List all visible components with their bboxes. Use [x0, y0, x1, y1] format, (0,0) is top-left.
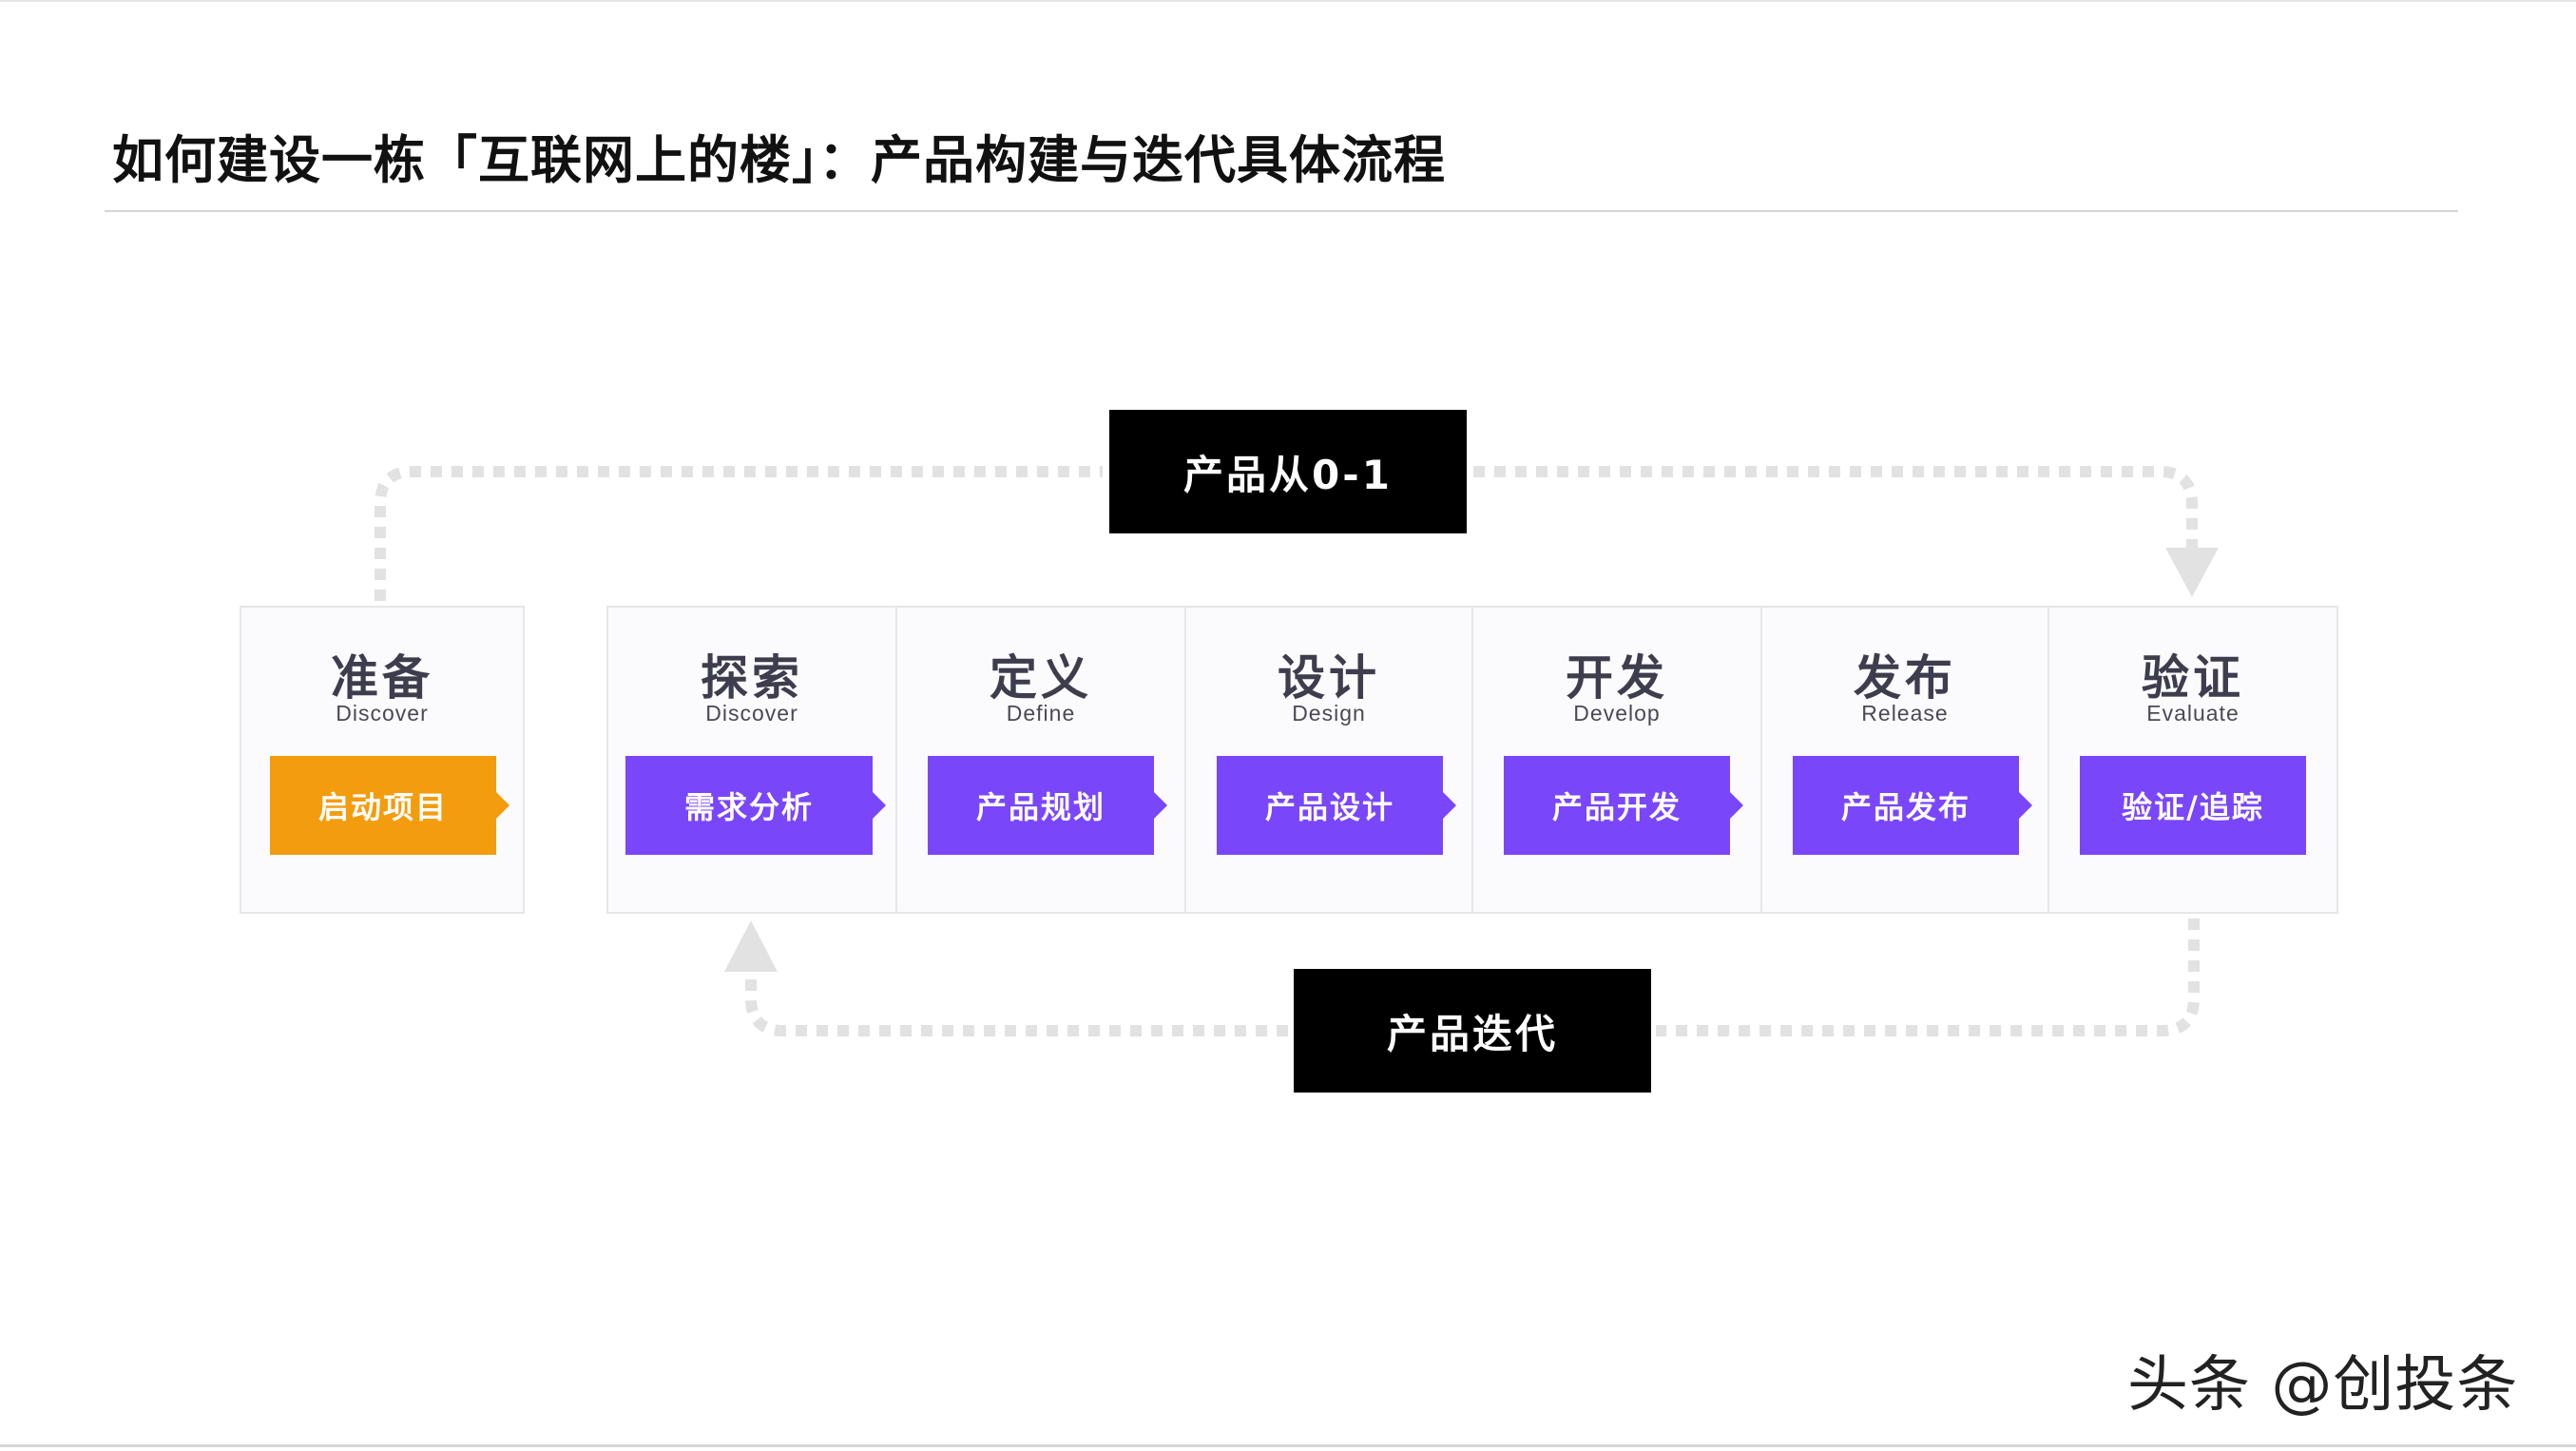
stage-subtitle: Evaluate — [2146, 701, 2240, 726]
stage-title: 验证 — [2142, 650, 2244, 706]
start-project-button[interactable]: 启动项目 — [270, 756, 509, 855]
stage-design: 设计 Design 产品设计 — [1184, 608, 1471, 912]
stage-subtitle: Develop — [1573, 701, 1661, 726]
stage-title: 设计 — [1278, 650, 1380, 706]
product-development-button[interactable]: 产品开发 — [1504, 756, 1743, 855]
title-divider — [105, 210, 2458, 212]
stage-prep: 准备 Discover 启动项目 — [241, 608, 523, 912]
stage-discover: 探索 Discover 需求分析 — [608, 608, 895, 912]
stage-subtitle: Design — [1292, 701, 1366, 726]
stage-subtitle: Release — [1861, 701, 1949, 726]
stage-subtitle: Discover — [705, 701, 798, 726]
stage-develop: 开发 Develop 产品开发 — [1471, 608, 1760, 912]
top-loop-path — [375, 466, 1103, 601]
stages-container: 探索 Discover 需求分析 定义 Define 产品规划 设计 Desig… — [606, 606, 2338, 914]
stage-subtitle: Discover — [336, 701, 429, 726]
product-design-button[interactable]: 产品设计 — [1217, 756, 1456, 855]
top-border — [0, 0, 2576, 2]
product-zero-to-one-badge: 产品从0-1 — [1109, 410, 1467, 533]
product-iteration-badge: 产品迭代 — [1294, 969, 1651, 1093]
stage-define: 定义 Define 产品规划 — [895, 608, 1184, 912]
bottom-loop-arrowhead — [724, 920, 778, 972]
stage-title: 准备 — [331, 650, 433, 706]
product-release-button[interactable]: 产品发布 — [1793, 756, 2032, 855]
stage-title: 发布 — [1854, 650, 1956, 706]
verify-track-button[interactable]: 验证/追踪 — [2080, 756, 2306, 855]
top-loop-path-right — [1473, 466, 2198, 550]
stage-release: 发布 Release 产品发布 — [1760, 608, 2047, 912]
stage-title: 探索 — [701, 650, 803, 706]
top-loop-arrowhead — [2165, 548, 2219, 597]
stage-title: 开发 — [1566, 650, 1668, 706]
stage-title: 定义 — [990, 650, 1092, 706]
bottom-border — [0, 1444, 2576, 1447]
page-title: 如何建设一栋「互联网上的楼」：产品构建与迭代具体流程 — [112, 130, 1446, 190]
stage-subtitle: Define — [1006, 701, 1076, 726]
prep-stage: 准备 Discover 启动项目 — [240, 606, 525, 914]
requirement-analysis-button[interactable]: 需求分析 — [625, 756, 886, 855]
watermark: 头条 @创投条 — [2127, 1350, 2519, 1421]
bottom-loop-path-left — [745, 970, 1288, 1036]
bottom-loop-path-right — [1656, 919, 2200, 1036]
stage-evaluate: 验证 Evaluate 验证/追踪 — [2047, 608, 2336, 912]
product-planning-button[interactable]: 产品规划 — [928, 756, 1167, 855]
